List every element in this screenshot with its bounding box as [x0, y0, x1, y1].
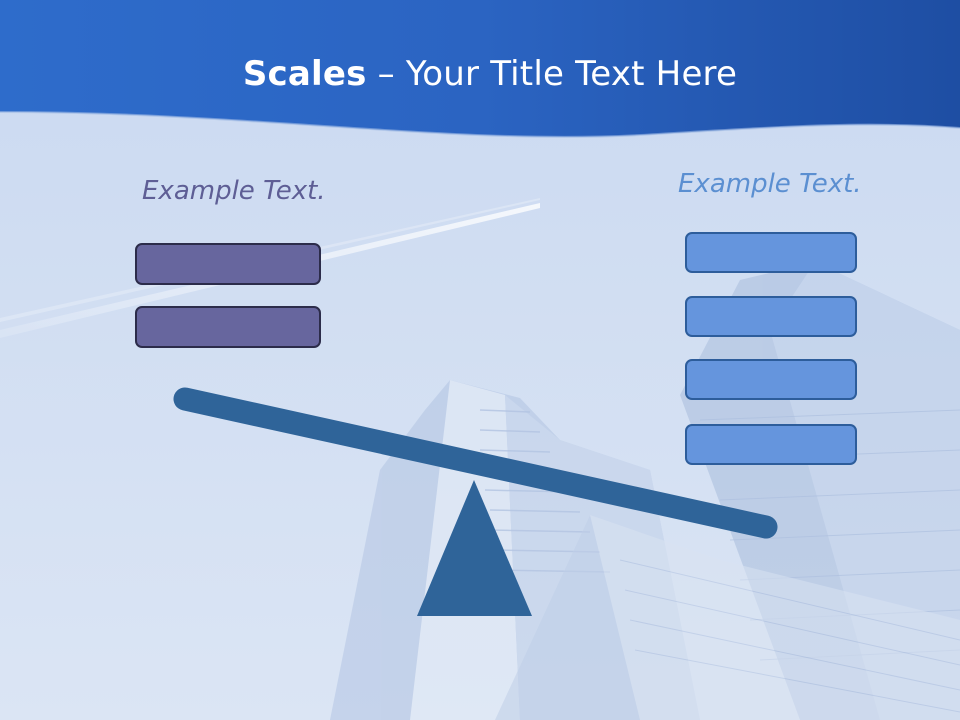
left-example-label: Example Text.	[142, 176, 326, 206]
right-pan-box-1	[685, 232, 857, 273]
title-rest: – Your Title Text Here	[366, 54, 738, 94]
left-pan-box-1	[135, 243, 321, 285]
building-front	[495, 515, 960, 720]
right-pan-box-2	[685, 296, 857, 337]
left-pan-box-2	[135, 306, 321, 348]
scale-beam	[173, 387, 778, 539]
slide-title: Scales – Your Title Text Here	[0, 54, 960, 94]
header-band	[0, 0, 960, 137]
title-bold: Scales	[242, 54, 367, 94]
scale-fulcrum	[417, 480, 532, 616]
right-example-label: Example Text.	[678, 169, 862, 199]
right-pan-box-3	[685, 359, 857, 400]
right-pan-box-4	[685, 424, 857, 465]
